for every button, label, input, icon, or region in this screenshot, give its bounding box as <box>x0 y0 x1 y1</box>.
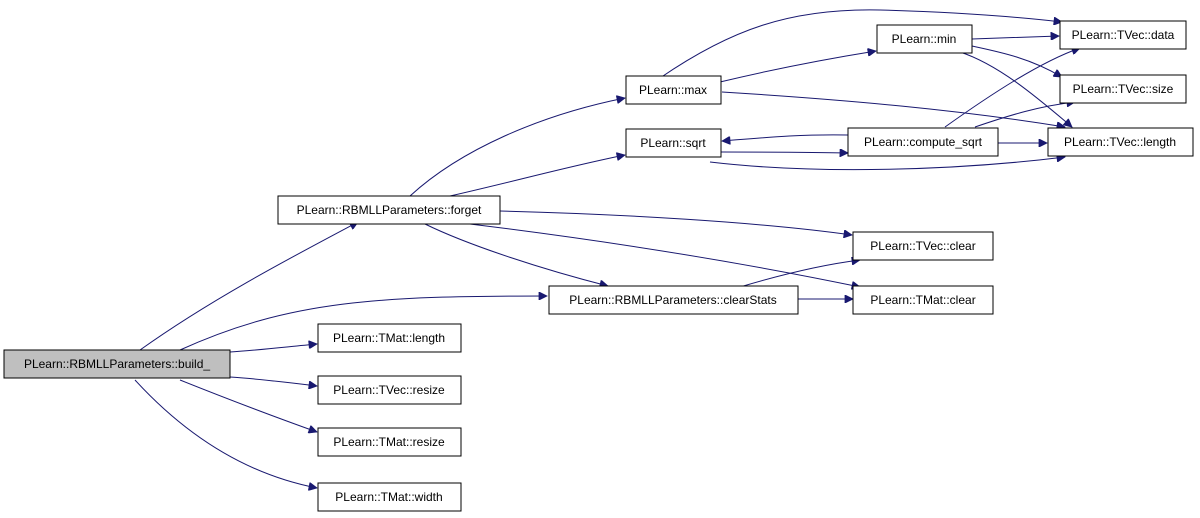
node-sqrt-label: PLearn::sqrt <box>640 136 706 150</box>
node-tvec-resize-label: PLearn::TVec::resize <box>333 383 445 397</box>
edge-layer <box>134 9 1080 488</box>
node-compute-sqrt-label: PLearn::compute_sqrt <box>864 135 983 149</box>
node-forget-label: PLearn::RBMLLParameters::forget <box>297 203 482 217</box>
edge-compute-sqrt-sqrt <box>722 134 849 141</box>
node-tvec-size-label: PLearn::TVec::size <box>1073 82 1174 96</box>
node-tvec-clear-label: PLearn::TVec::clear <box>870 239 975 253</box>
edge-max-tvec-data <box>659 9 1062 79</box>
edge-max-min <box>719 51 876 83</box>
node-tvec-length[interactable]: PLearn::TVec::length <box>1047 127 1194 157</box>
node-min-label: PLearn::min <box>892 32 957 46</box>
node-tvec-clear[interactable]: PLearn::TVec::clear <box>852 231 994 261</box>
node-clearStats-label: PLearn::RBMLLParameters::clearStats <box>569 293 776 307</box>
node-forget[interactable]: PLearn::RBMLLParameters::forget <box>277 195 501 225</box>
edge-min-tvec-size <box>971 45 1062 77</box>
node-tmat-clear-label: PLearn::TMat::clear <box>870 293 975 307</box>
edge-forget-sqrt <box>449 155 625 197</box>
node-tvec-resize[interactable]: PLearn::TVec::resize <box>317 375 462 405</box>
edge-compute-sqrt-tvec-size <box>974 102 1075 128</box>
node-tvec-data[interactable]: PLearn::TVec::data <box>1059 20 1187 50</box>
edge-min-tvec-length <box>959 51 1072 127</box>
node-max-label: PLearn::max <box>639 83 707 97</box>
edge-build-tvec-resize <box>229 376 317 386</box>
edge-max-tvec-length <box>721 91 1065 127</box>
node-max[interactable]: PLearn::max <box>625 75 722 105</box>
node-tmat-width-label: PLearn::TMat::width <box>335 490 442 504</box>
node-tmat-resize[interactable]: PLearn::TMat::resize <box>317 427 462 457</box>
node-tvec-size[interactable]: PLearn::TVec::size <box>1059 74 1187 104</box>
node-tmat-length-label: PLearn::TMat::length <box>333 331 445 345</box>
edge-build-tmat-length <box>229 344 317 353</box>
edge-build-tmat-resize <box>179 379 317 432</box>
node-tmat-clear[interactable]: PLearn::TMat::clear <box>852 285 994 315</box>
edge-forget-tvec-clear <box>499 210 852 235</box>
node-sqrt[interactable]: PLearn::sqrt <box>625 128 722 158</box>
node-tmat-length[interactable]: PLearn::TMat::length <box>317 323 462 353</box>
node-tvec-data-label: PLearn::TVec::data <box>1072 28 1175 42</box>
node-layer: PLearn::RBMLLParameters::build_ PLearn::… <box>3 20 1194 512</box>
edge-forget-tmat-clear <box>469 223 860 287</box>
node-tvec-length-label: PLearn::TVec::length <box>1064 135 1176 149</box>
node-build-label: PLearn::RBMLLParameters::build_ <box>24 357 210 371</box>
node-tmat-width[interactable]: PLearn::TMat::width <box>317 482 462 512</box>
edge-build-forget <box>139 221 358 351</box>
edge-build-clearStats <box>179 296 547 351</box>
edge-build-tmat-width <box>134 379 317 488</box>
edge-min-tvec-data <box>971 36 1059 39</box>
edge-sqrt-tvec-length <box>709 157 1065 171</box>
edge-clearStats-tvec-clear <box>739 260 860 288</box>
edge-forget-max <box>409 98 625 197</box>
node-clearStats[interactable]: PLearn::RBMLLParameters::clearStats <box>548 285 799 315</box>
edge-forget-clearStats <box>424 223 608 286</box>
node-min[interactable]: PLearn::min <box>876 24 973 54</box>
node-tmat-resize-label: PLearn::TMat::resize <box>333 435 445 449</box>
edge-compute-sqrt-tvec-data <box>944 48 1080 128</box>
node-build[interactable]: PLearn::RBMLLParameters::build_ <box>3 349 231 379</box>
node-compute-sqrt[interactable]: PLearn::compute_sqrt <box>847 127 999 157</box>
edge-sqrt-compute-sqrt <box>719 152 848 153</box>
